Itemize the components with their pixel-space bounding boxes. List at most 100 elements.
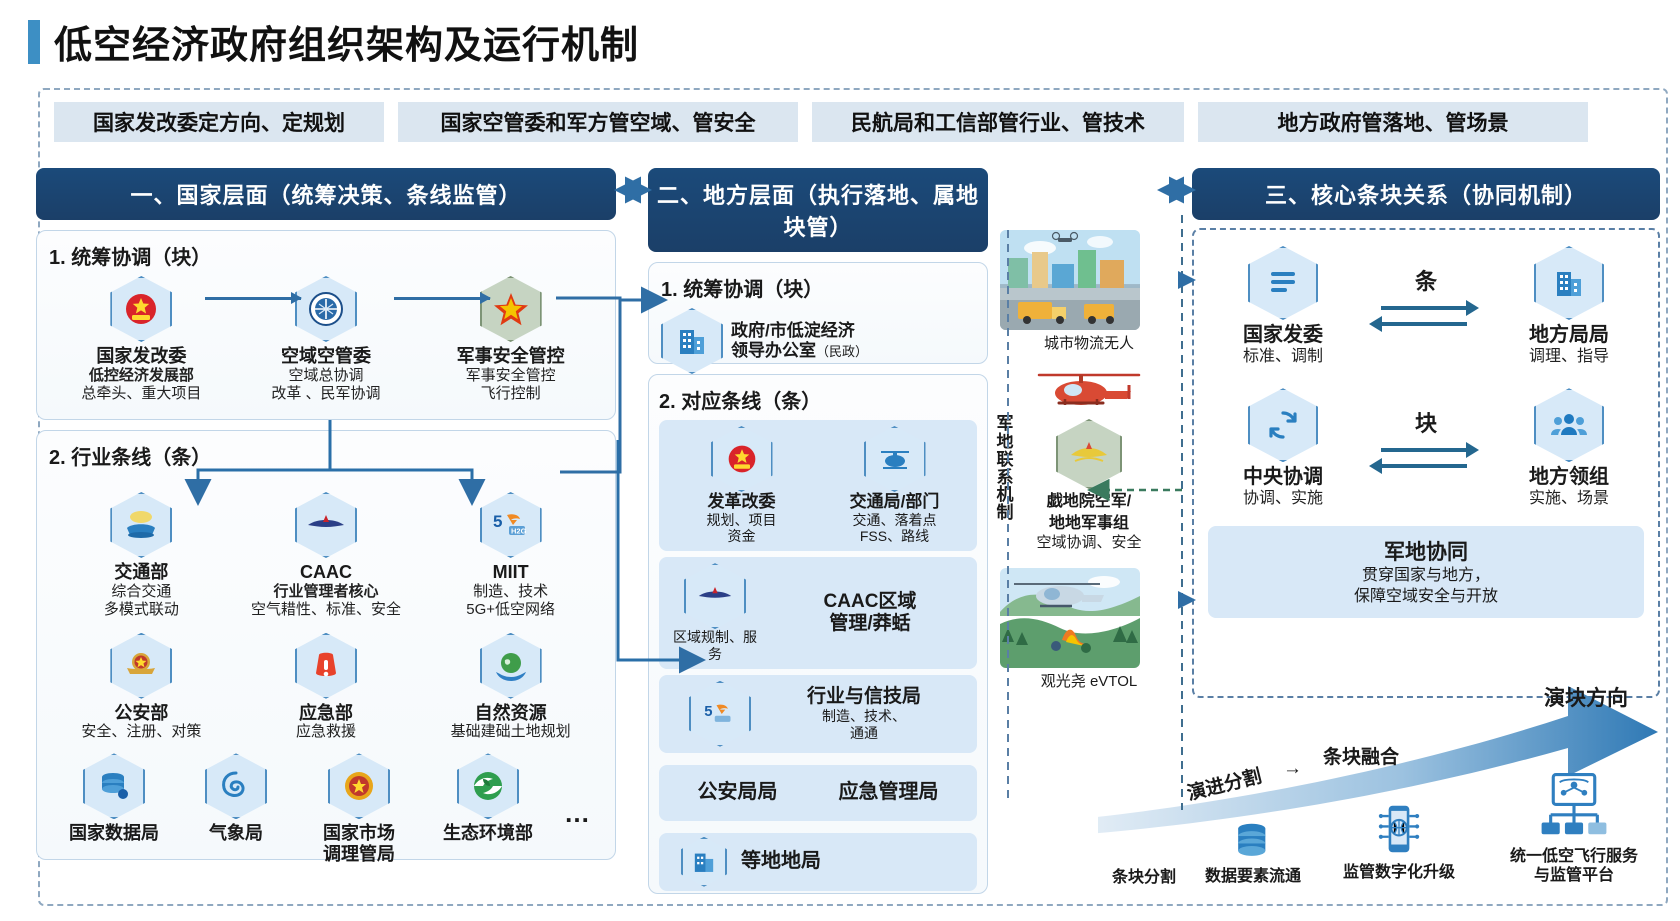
svg-text:5: 5 xyxy=(704,703,712,719)
node-sub1: 应急救援 xyxy=(295,723,356,741)
building-icon xyxy=(681,836,727,887)
node-sub2: 空气耤性、标准、安全 xyxy=(250,600,401,618)
node-meteorological[interactable]: 气象局 xyxy=(181,753,291,844)
title-accent-bar xyxy=(28,19,40,64)
caac-wings-icon xyxy=(684,563,746,630)
node-title: 自然资源 xyxy=(474,702,547,723)
node-sub2: 飞行控制 xyxy=(480,384,541,402)
node-local-leading-office[interactable]: 政府/市低淀经济 领导办公室（民政） xyxy=(661,308,975,374)
col1-header: 一、国家层面（统筹决策、条线监管） xyxy=(36,168,616,220)
relation-pair-kuai: 中央协调 协调、实施 块 地方领组 实施、场景 xyxy=(1208,388,1644,508)
evolution-item-label: 监管数字化升级 xyxy=(1342,864,1455,882)
svg-text:5: 5 xyxy=(493,512,502,531)
relation-label-kuai: 块 xyxy=(1414,411,1437,437)
node-caac[interactable]: CAAC 行业管理者核心 空气耤性、标准、安全 xyxy=(241,492,411,619)
node-title: 生态环境部 xyxy=(443,823,533,844)
node-more-ellipsis: … xyxy=(557,753,597,829)
node-sub: 协调、实施 xyxy=(1242,490,1323,508)
5g-icon: 5 xyxy=(689,680,751,747)
node-sub: 调理、指导 xyxy=(1528,348,1609,365)
evolution-item-label: 条块分割 xyxy=(1111,869,1176,886)
building-icon xyxy=(661,308,723,374)
node-military-district[interactable]: 戯地院空军/ 地地军事组 空域协调、安全 xyxy=(1000,419,1178,552)
helicopter-icon xyxy=(863,426,926,492)
relation-label-tiao-group: 条 xyxy=(1361,246,1491,334)
arrow-atc-to-military xyxy=(394,292,491,304)
panel-local-lines: 2. 对应条线（条） 发革改委 规划、项目 资金 交通局/部门 交通、落着点 F… xyxy=(648,374,988,894)
node-local-ndrc[interactable]: 发革改委 规划、项目 资金 xyxy=(667,426,816,545)
node-title: 军事安全管控 xyxy=(456,346,565,366)
node-sub: 规划、项目 资金 xyxy=(706,511,777,545)
evolution-mid-arrow: → xyxy=(1283,758,1302,779)
column-core-relations: 三、核心条块关系（协同机制） 国家发委 标准、调制 条 xyxy=(1192,168,1660,698)
panel-national-coordination: 1. 统筹协调（块） 国家发改委 低控经济发展部 总牵头、重大项目 空域 xyxy=(36,230,616,420)
node-emergency[interactable]: 应急部 应急救援 xyxy=(241,632,411,742)
document-lines-icon xyxy=(1248,246,1318,320)
node-atc-committee[interactable]: 空域空管委 空域总协调 改革 、民军协调 xyxy=(241,276,411,403)
office-note: （民政） xyxy=(816,344,869,359)
banner-chip-local-gov: 地方政府管落地、管场景 xyxy=(1198,102,1588,142)
local-line-card-2: 区域规制、服务 CAAC区域 管理/莽蛞 xyxy=(659,557,977,669)
people-group-icon xyxy=(1534,388,1604,463)
node-title: 公安部 xyxy=(114,702,169,723)
node-ndrc[interactable]: 国家发改委 低控经济发展部 总牵头、重大项目 xyxy=(56,276,226,403)
node-national-commission[interactable]: 国家发委 标准、调制 xyxy=(1208,246,1358,366)
local-other-bureaus: 等地地局 xyxy=(659,832,977,891)
natural-resources-icon xyxy=(479,632,542,699)
node-central-coordination[interactable]: 中央协调 协调、实施 xyxy=(1208,388,1358,508)
node-natural-resources[interactable]: 自然资源 基础建础土地规划 xyxy=(426,632,596,742)
node-caac-region[interactable]: 区域规制、服务 xyxy=(667,563,763,663)
node-eco-environment[interactable]: 生态环境部 xyxy=(427,753,549,844)
banner-chip-ndrc: 国家发改委定方向、定规划 xyxy=(54,102,384,142)
joint-line2: 保障空域安全与开放 xyxy=(1353,588,1498,606)
panel1-title: 1. 统筹协调（块） xyxy=(49,247,212,269)
arrow-ndrc-to-atc xyxy=(205,292,302,304)
database-icon xyxy=(1238,823,1266,856)
node-local-transport[interactable]: 交通局/部门 交通、落着点 FSS、路线 xyxy=(820,426,969,545)
node-mps[interactable]: 公安部 安全、注册、对策 xyxy=(56,632,226,742)
node-title: 交通部 xyxy=(114,562,169,582)
node-sub: 实施、场景 xyxy=(1528,490,1609,508)
office-title-line2: 领导办公室（民政） xyxy=(731,341,975,361)
node-local-leading-group[interactable]: 地方领组 实施、场景 xyxy=(1494,388,1644,508)
node-data-bureau[interactable]: 国家数据局 xyxy=(55,753,173,844)
smart-device-icon xyxy=(1378,805,1420,853)
node-title: 应急部 xyxy=(298,702,353,723)
national-emblem-icon xyxy=(110,276,173,342)
node-title: 国家发委 xyxy=(1243,324,1323,346)
node-title: 发革改委 xyxy=(707,492,776,511)
node-title: 国家发改委 xyxy=(96,346,187,366)
network-platform-icon xyxy=(1541,773,1607,835)
node-market-regulation[interactable]: 国家市场 调理管局 xyxy=(299,753,419,864)
evolution-item-3: 统一低空飞行服务 与监管平台 xyxy=(1484,772,1664,886)
node-sub2: 总牵头、重大项目 xyxy=(81,384,202,402)
node-military-security[interactable]: 军事安全管控 军事安全管控 飞行控制 xyxy=(426,276,596,403)
local-line-card-3: 5 行业与信技局 制造、技术、 通通 xyxy=(659,674,977,753)
panel2-title: 2. 对应条线（条） xyxy=(659,391,822,413)
node-title: 国家数据局 xyxy=(69,823,159,844)
caac-wings-icon xyxy=(294,492,357,558)
page-header: 低空经济政府组织架构及运行机制 xyxy=(0,0,1680,75)
evolution-section: 演块方向 演进分割 → 条块融合 条块分割 数据要素流通 监管数字化升级 xyxy=(1088,672,1678,916)
node-sub2: 改革 、民军协调 xyxy=(271,384,381,402)
node-local-bureau[interactable]: 地方局局 调理、指导 xyxy=(1494,246,1644,366)
node-sub1: 基础建础土地规划 xyxy=(450,723,571,741)
banner-chip-caac-miit: 民航局和工信部管行业、管技术 xyxy=(812,102,1184,142)
panel2-title: 2. 行业条线（条） xyxy=(49,447,212,469)
panel1-title: 1. 统筹协调（块） xyxy=(661,279,824,301)
node-public-security-bureau[interactable]: 公安局局 xyxy=(697,781,778,804)
node-title[interactable]: 等地地局 xyxy=(741,850,821,873)
node-mot[interactable]: 交通部 综合交通 多模式联动 xyxy=(56,492,226,619)
col3-header: 三、核心条块关系（协同机制） xyxy=(1192,168,1660,220)
node-title: MIIT xyxy=(492,562,529,582)
bidirectional-arrow xyxy=(1361,442,1491,476)
transport-ministry-icon xyxy=(110,492,173,558)
node-emergency-bureau[interactable]: 应急管理局 xyxy=(838,781,939,804)
local-line-card-1: 发革改委 规划、项目 资金 交通局/部门 交通、落着点 FSS、路线 xyxy=(659,420,977,552)
col2-header: 二、地方层面（执行落地、属地块管） xyxy=(648,168,988,252)
node-sub1: 低控经济发展部 xyxy=(88,366,194,384)
photo1-caption: 城市物流无人 xyxy=(1043,335,1134,352)
evolution-item-label: 数据要素流通 xyxy=(1204,868,1301,886)
